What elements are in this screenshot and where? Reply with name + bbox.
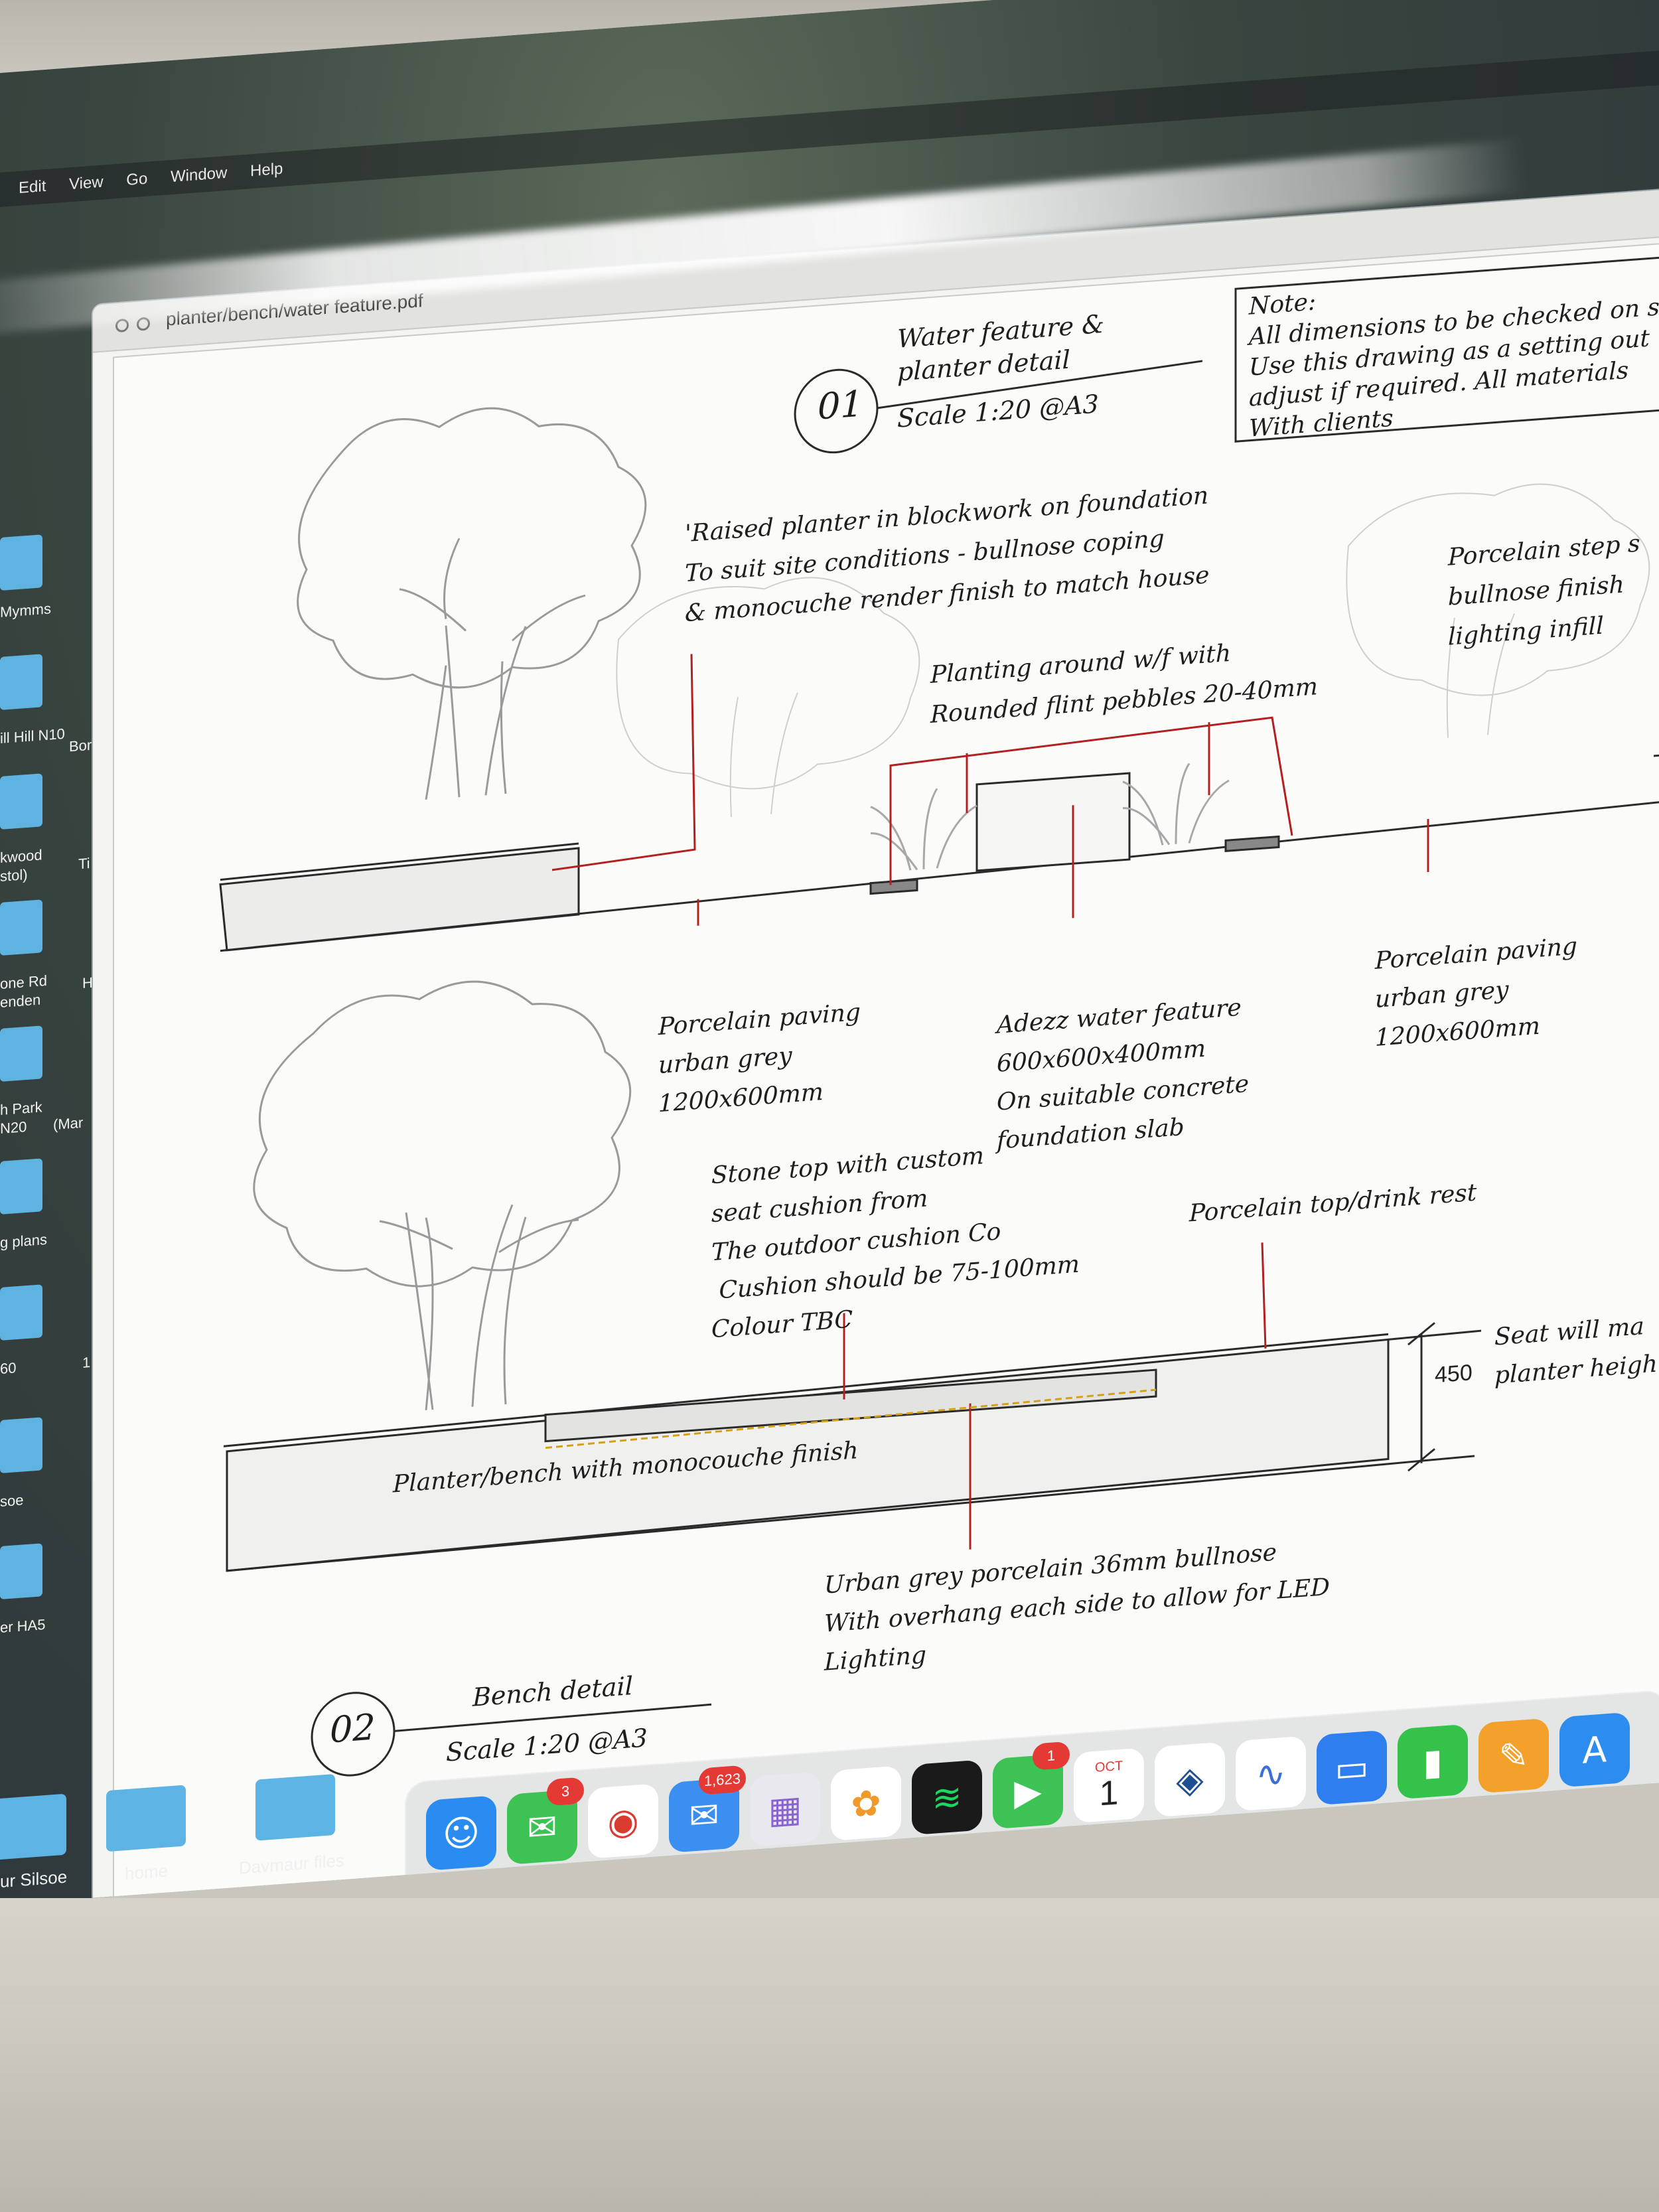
desktop-label: er HA5 — [0, 1615, 46, 1636]
tree-outline-1 — [297, 407, 647, 800]
desktop-folder[interactable] — [0, 1025, 42, 1082]
desktop-label: 60 — [0, 1359, 17, 1377]
menu-help[interactable]: Help — [250, 159, 283, 181]
desktop-label: kwood — [0, 846, 42, 866]
desktop-folder[interactable] — [0, 899, 42, 956]
menu-view[interactable]: View — [69, 173, 104, 194]
background-wall — [0, 2004, 1659, 2212]
desktop-label: N20 — [0, 1118, 27, 1137]
drawing-linework — [219, 256, 1659, 1777]
menu-edit[interactable]: Edit — [19, 177, 46, 197]
dimension-label: 450 — [1435, 1360, 1473, 1388]
desktop-folder[interactable] — [0, 773, 42, 830]
desktop-folder[interactable] — [0, 1417, 42, 1473]
menu-go[interactable]: Go — [126, 169, 148, 190]
messages-icon[interactable]: ✉3 — [507, 1777, 584, 1878]
sketchup-icon[interactable]: ◈ — [1155, 1741, 1225, 1830]
desktop-folder[interactable] — [0, 1793, 66, 1861]
pdf-window[interactable]: planter/bench/water feature.pdf — [93, 188, 1659, 1905]
spotify-icon[interactable]: ≋ — [912, 1759, 982, 1848]
desktop-label: g plans — [0, 1230, 47, 1251]
desktop-folder[interactable] — [0, 654, 42, 710]
finder-icon[interactable]: ☺ — [426, 1795, 496, 1883]
desktop-label: (Mar — [53, 1114, 84, 1134]
section-01-number: 01 — [818, 382, 863, 428]
notification-badge: 1,623 — [698, 1765, 746, 1795]
desktop-label: home — [125, 1860, 169, 1884]
desktop-label: soe — [0, 1491, 24, 1510]
desktop-folder[interactable] — [106, 1785, 186, 1852]
desktop-folder[interactable] — [0, 1158, 42, 1215]
desktop-folder[interactable] — [0, 534, 42, 591]
desktop-label: one Rd — [0, 972, 47, 992]
menu-window[interactable]: Window — [170, 163, 228, 186]
notification-badge: 1 — [1033, 1741, 1070, 1771]
section-02-number: 02 — [330, 1706, 376, 1751]
chrome-icon[interactable]: ◉ — [588, 1783, 658, 1872]
calendar-month: OCT — [1094, 1758, 1123, 1775]
notification-badge: 3 — [547, 1777, 584, 1806]
desktop-label: H — [82, 974, 93, 992]
desktop-label: stol) — [0, 865, 28, 885]
drawing-canvas: 01 Water feature & planter detail Scale … — [113, 242, 1659, 1905]
screen: Edit View Go Window Help Mymms ill Hill … — [0, 0, 1659, 1905]
desktop-label: Bor — [69, 736, 92, 755]
calendar-icon[interactable]: OCT 1 — [1074, 1747, 1144, 1824]
desktop-folder[interactable] — [0, 1284, 42, 1341]
desktop-folder[interactable] — [255, 1773, 335, 1841]
pages-icon[interactable]: ✎ — [1479, 1718, 1549, 1794]
desktop-folder[interactable] — [0, 1543, 42, 1599]
app-store-icon[interactable]: A — [1559, 1712, 1630, 1788]
keynote-icon[interactable]: ▭ — [1317, 1730, 1387, 1806]
tree-outline-2 — [253, 980, 632, 1410]
desktop-label: Ti — [78, 855, 90, 873]
launchpad-icon[interactable]: ▦ — [750, 1771, 820, 1848]
calendar-day: 1 — [1099, 1773, 1119, 1814]
facetime-icon[interactable]: ▶1 — [993, 1741, 1070, 1830]
mail-icon[interactable]: ✉1,623 — [669, 1765, 746, 1866]
desktop-label: enden — [0, 991, 41, 1011]
bullnose-note: Lighting — [824, 1641, 926, 1676]
freeform-icon[interactable]: ∿ — [1236, 1735, 1306, 1812]
desktop-label: h Park — [0, 1098, 42, 1118]
numbers-icon[interactable]: ▮ — [1398, 1724, 1468, 1800]
photos-icon[interactable]: ✿ — [831, 1765, 901, 1842]
desktop-label: 1 — [82, 1353, 91, 1371]
